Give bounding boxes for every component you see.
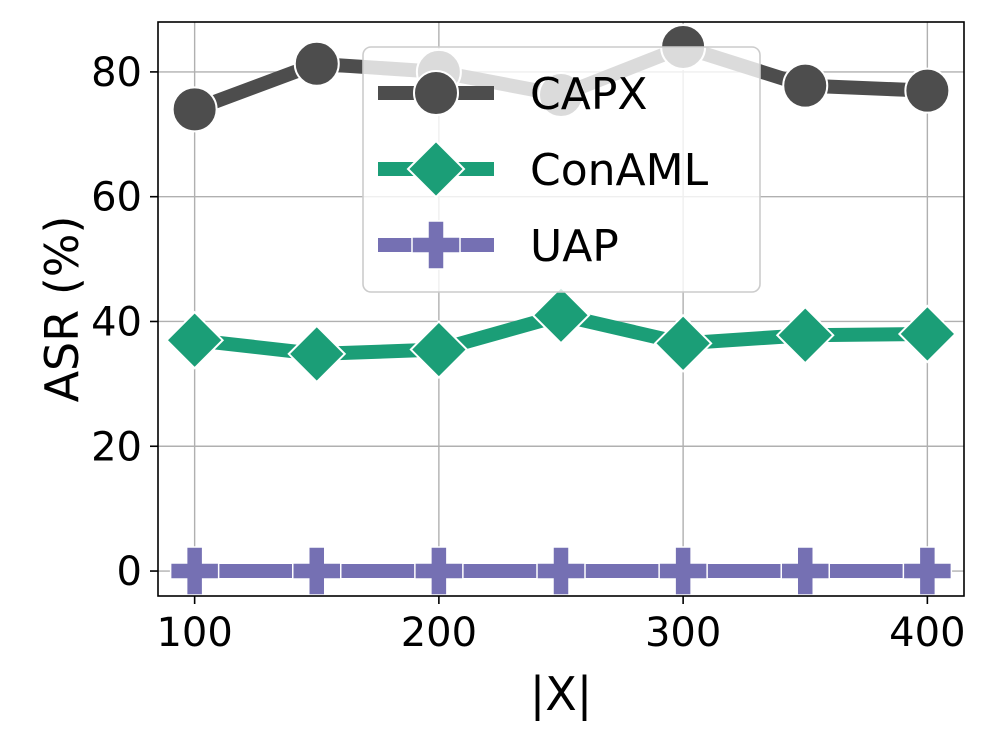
legend-marker-conaml bbox=[406, 139, 466, 199]
data-point-conaml bbox=[775, 305, 835, 365]
series-conaml bbox=[165, 285, 957, 384]
data-point-capx bbox=[171, 86, 218, 133]
ticks: 100 200 300 400 0 20 40 60 80 bbox=[91, 50, 965, 656]
y-tick-label: 40 bbox=[91, 299, 142, 345]
data-point-conaml bbox=[287, 324, 347, 384]
data-point-uap bbox=[536, 546, 586, 596]
y-axis-label: ASR (%) bbox=[35, 216, 89, 403]
y-tick-label: 20 bbox=[91, 424, 142, 470]
data-point-uap bbox=[292, 546, 342, 596]
legend-box bbox=[362, 46, 761, 293]
data-point-capx bbox=[782, 62, 829, 109]
x-tick-label: 400 bbox=[889, 610, 965, 656]
y-tick-label: 80 bbox=[91, 50, 142, 96]
x-tick-label: 300 bbox=[645, 610, 721, 656]
legend-label-uap: UAP bbox=[530, 221, 619, 272]
series-layer bbox=[165, 23, 957, 596]
x-tick-label: 100 bbox=[156, 610, 232, 656]
data-point-uap bbox=[414, 546, 464, 596]
legend-label-capx: CAPX bbox=[530, 69, 648, 120]
data-point-uap bbox=[658, 546, 708, 596]
data-point-conaml bbox=[165, 310, 225, 370]
legend-marker-capx bbox=[413, 70, 459, 116]
legend-marker-uap bbox=[411, 220, 461, 270]
plot-frame bbox=[157, 21, 965, 597]
data-point-uap bbox=[780, 546, 830, 596]
series-uap bbox=[169, 546, 953, 596]
data-point-conaml bbox=[653, 313, 713, 373]
data-point-capx bbox=[904, 67, 951, 114]
legend: CAPX ConAML UAP bbox=[362, 46, 761, 293]
y-tick-label: 60 bbox=[91, 175, 142, 221]
x-tick-label: 200 bbox=[401, 610, 477, 656]
data-point-conaml bbox=[897, 304, 957, 364]
data-point-uap bbox=[169, 546, 220, 596]
data-point-conaml bbox=[531, 285, 591, 345]
data-point-capx bbox=[293, 40, 340, 87]
legend-label-conaml: ConAML bbox=[530, 145, 709, 196]
data-point-conaml bbox=[409, 320, 469, 379]
x-axis-label: |X| bbox=[530, 667, 593, 722]
data-point-uap bbox=[902, 546, 953, 596]
y-tick-label: 0 bbox=[117, 549, 142, 595]
